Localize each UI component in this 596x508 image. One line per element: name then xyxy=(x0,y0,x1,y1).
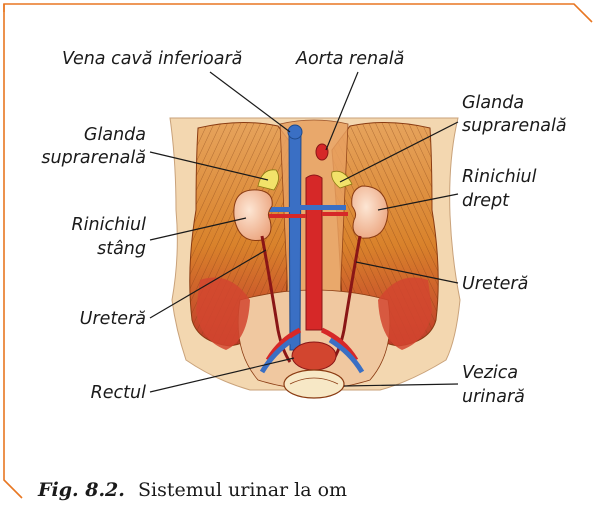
label-vezica-line2: urinară xyxy=(462,387,525,407)
aorta-shape xyxy=(306,175,322,330)
urinary-system-illustration xyxy=(170,118,460,398)
caption: Fig. 8.2. Sistemul urinar la om xyxy=(37,479,347,501)
caption-line: Fig. 8.2. Sistemul urinar la om xyxy=(37,479,347,501)
label-vena-cava: Vena cavă inferioară xyxy=(62,49,242,69)
label-rinichi-stang-line1: Rinichiul xyxy=(71,215,146,235)
caption-text: Sistemul urinar la om xyxy=(138,479,347,501)
label-aorta-renala: Aorta renală xyxy=(295,49,404,69)
label-vezica-line1: Vezica xyxy=(462,363,518,383)
label-glanda-left-line2: suprarenală xyxy=(41,148,146,168)
renal-artery-right xyxy=(322,212,348,216)
label-uretera-left: Ureteră xyxy=(80,309,146,329)
renal-vein-right xyxy=(300,205,346,210)
label-rinichi-drept-line2: drept xyxy=(462,191,510,211)
bladder-shape xyxy=(284,370,344,398)
aorta-top xyxy=(316,144,328,160)
label-glanda-right-line1: Glanda xyxy=(462,93,524,113)
rectum-shape xyxy=(292,342,336,370)
kidney-left-shape xyxy=(234,190,272,241)
vena-cava-shape xyxy=(289,130,301,350)
caption-number: Fig. 8.2. xyxy=(37,479,125,501)
frame-top-line xyxy=(4,4,592,22)
label-rectul: Rectul xyxy=(91,383,147,403)
frame-left-line xyxy=(4,4,22,498)
label-glanda-left-line1: Glanda xyxy=(84,125,146,145)
vena-cava-top xyxy=(288,125,302,139)
label-rinichi-stang-line2: stâng xyxy=(97,239,146,259)
label-uretera-right: Ureteră xyxy=(462,274,528,294)
renal-artery-left xyxy=(268,214,306,218)
label-glanda-right-line2: suprarenală xyxy=(462,116,567,136)
label-rinichi-drept-line1: Rinichiul xyxy=(462,167,537,187)
